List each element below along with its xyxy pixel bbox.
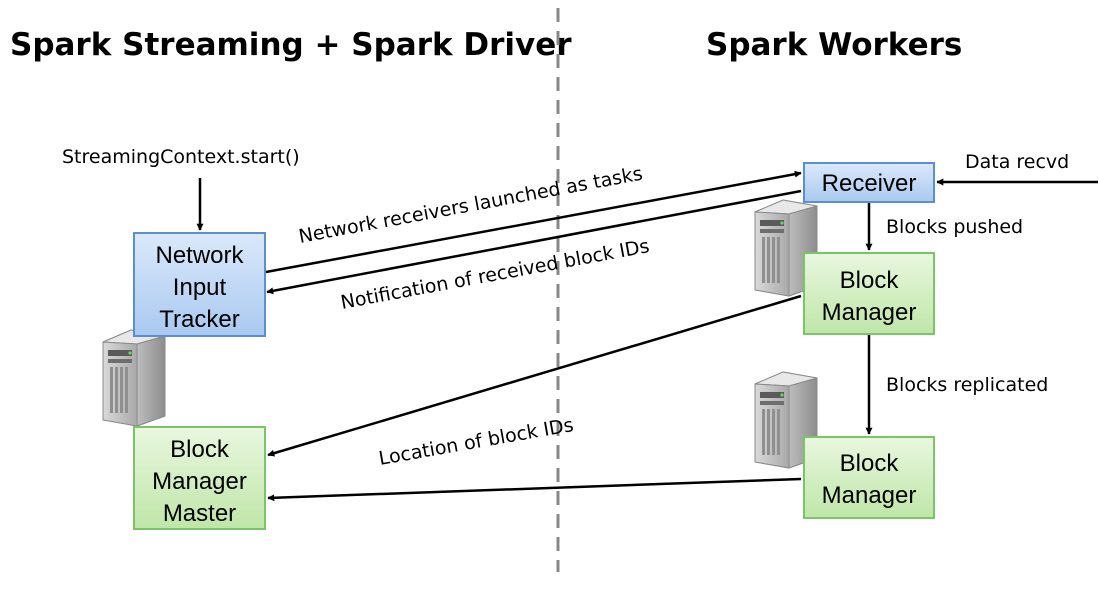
arrow-bm-top-to-master <box>267 294 802 457</box>
block-manager-top-box: Block Manager <box>803 252 935 335</box>
label-blocks-replicated: Blocks replicated <box>886 374 1048 396</box>
arrow-bm-bottom-to-master <box>267 477 802 502</box>
bm-top-line-2: Manager <box>822 299 917 326</box>
label-data-recvd: Data recvd <box>965 151 1069 173</box>
block-manager-bottom-box: Block Manager <box>803 436 935 519</box>
arrow-receiver-to-tracker <box>266 189 802 295</box>
bm-bottom-line-1: Block <box>840 450 900 477</box>
server-icon-driver <box>102 329 166 427</box>
bm-top-line-1: Block <box>840 267 900 294</box>
label-location-block-ids: Location of block IDs <box>377 414 575 470</box>
label-blocks-pushed: Blocks pushed <box>886 216 1023 238</box>
bm-bottom-line-2: Manager <box>822 482 917 509</box>
master-line-3: Master <box>163 500 236 527</box>
tracker-line-2: Input <box>173 274 227 301</box>
master-line-2: Manager <box>152 468 247 495</box>
title-spark-workers: Spark Workers <box>706 27 962 63</box>
master-line-1: Block <box>170 436 230 463</box>
tracker-line-3: Tracker <box>159 306 239 333</box>
title-spark-driver: Spark Streaming + Spark Driver <box>10 27 572 63</box>
receiver-label: Receiver <box>822 170 917 197</box>
network-input-tracker-box: Network Input Tracker <box>133 232 266 337</box>
label-notification-block-ids: Notification of received block IDs <box>339 235 651 314</box>
arrow-tracker-to-receiver <box>265 170 802 274</box>
tracker-line-1: Network <box>155 242 244 269</box>
block-manager-master-box: Block Manager Master <box>133 426 266 530</box>
receiver-box: Receiver <box>803 162 935 203</box>
label-streaming-context-start: StreamingContext.start() <box>62 146 300 168</box>
